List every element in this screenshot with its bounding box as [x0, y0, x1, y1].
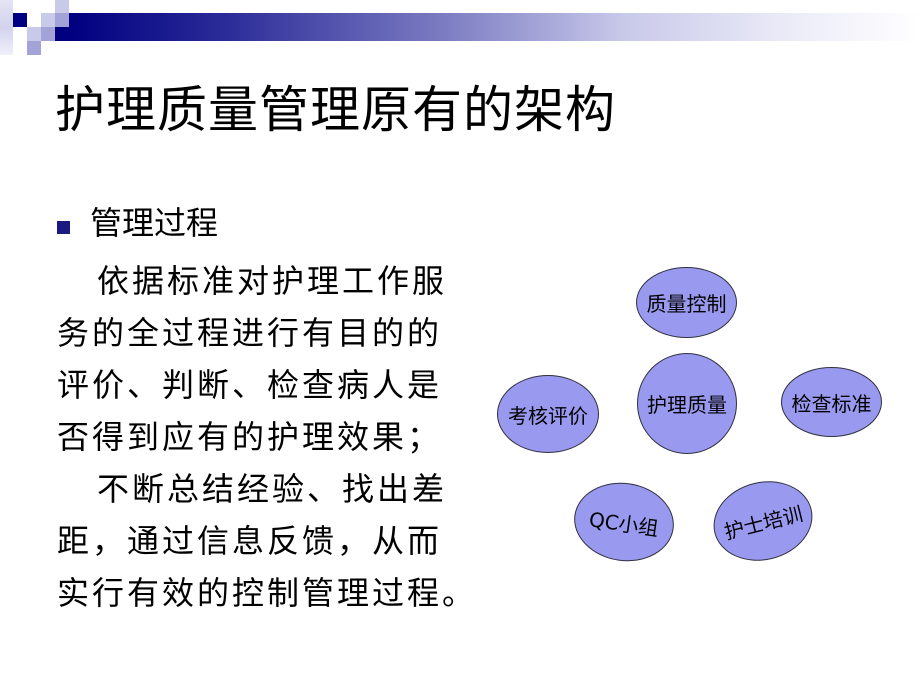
body-line: 距，通过信息反馈，从而: [57, 522, 443, 560]
node-nursing-quality-center: 护理质量: [637, 353, 737, 454]
header-gradient-bar: [69, 13, 920, 41]
decor-square: [55, 13, 69, 27]
bullet-heading: 管理过程: [90, 204, 219, 242]
body-line: 实行有效的控制管理过程。: [57, 574, 478, 612]
bullet-body: 依据标准对护理工作服 务的全过程进行有目的的 评价、判断、检查病人是 否得到应有…: [57, 255, 477, 619]
node-nurse-training: 护士培训: [705, 471, 821, 571]
decor-square: [41, 27, 55, 41]
body-line: 依据标准对护理工作服: [97, 262, 448, 300]
node-inspection-standards: 检查标准: [781, 367, 882, 437]
decor-square: [55, 27, 69, 41]
node-quality-control: 质量控制: [636, 267, 737, 338]
decor-square: [55, 0, 69, 14]
body-line: 评价、判断、检查病人是: [57, 366, 443, 404]
decor-square: [41, 13, 55, 27]
node-assessment-evaluation: 考核评价: [497, 375, 599, 453]
bullet-square-icon: [57, 221, 70, 234]
node-qc-group: QC小组: [569, 476, 679, 568]
body-line: 不断总结经验、找出差: [97, 470, 448, 508]
body-line: 否得到应有的护理效果；: [57, 418, 443, 456]
decor-fade-column: [0, 0, 13, 55]
body-line: 务的全过程进行有目的的: [57, 314, 443, 352]
decor-square: [27, 41, 41, 55]
decor-square: [13, 13, 27, 27]
decor-square: [27, 27, 41, 41]
slide-title: 护理质量管理原有的架构: [55, 81, 616, 139]
